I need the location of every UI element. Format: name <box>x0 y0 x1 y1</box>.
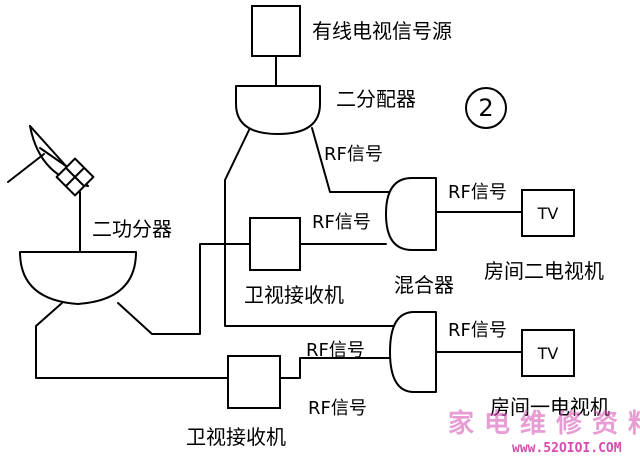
receiver-b-box <box>227 355 281 409</box>
watermark-url: www.52OIOI.COM <box>512 441 622 456</box>
cable-source-label: 有线电视信号源 <box>312 19 452 43</box>
mixer-label: 混合器 <box>394 273 454 297</box>
rf-label-splitter: RF信号 <box>324 144 383 165</box>
tv-box-bottom <box>521 329 575 377</box>
tv-box-bottom-label: TV <box>537 344 559 363</box>
cable-source-box <box>251 5 301 57</box>
rf-label-receiver-b-lower: RF信号 <box>308 398 367 419</box>
figure-number-circle <box>465 87 507 129</box>
wire-splitter-to-mixer-bottom <box>224 127 403 327</box>
wire-receiver-b-to-mixer <box>279 357 391 379</box>
tv-box-top-label: TV <box>537 204 559 223</box>
rf-label-mixer-top-out: RF信号 <box>448 182 507 203</box>
room-two-tv-label: 房间二电视机 <box>484 259 604 283</box>
tv-box-top <box>521 189 575 237</box>
mixer-bottom-shape <box>389 311 437 393</box>
wire-divider-to-receiver-b <box>35 302 229 379</box>
wire-splitter-to-mixer-top <box>311 127 399 193</box>
receiver-a-box <box>249 217 301 271</box>
rf-label-receiver-a: RF信号 <box>312 212 371 233</box>
watermark-text: 家电维修资料网 <box>448 408 640 439</box>
power-divider-shape <box>19 251 137 305</box>
figure-number: 2 <box>478 94 493 122</box>
satellite-dish-icon <box>7 125 95 197</box>
wire-divider-to-receiver-a <box>117 243 251 335</box>
rf-label-mixer-bottom-out: RF信号 <box>448 320 507 341</box>
receiver-b-label: 卫视接收机 <box>186 425 286 449</box>
power-divider-label: 二功分器 <box>92 217 172 241</box>
rf-label-receiver-b-upper: RF信号 <box>306 340 365 361</box>
splitter-shape <box>235 85 321 135</box>
room-one-tv-label: 房间一电视机 <box>490 395 610 419</box>
splitter-label: 二分配器 <box>336 87 416 111</box>
wires <box>35 55 523 379</box>
receiver-a-label: 卫视接收机 <box>244 283 344 307</box>
mixer-top-shape <box>385 177 437 251</box>
